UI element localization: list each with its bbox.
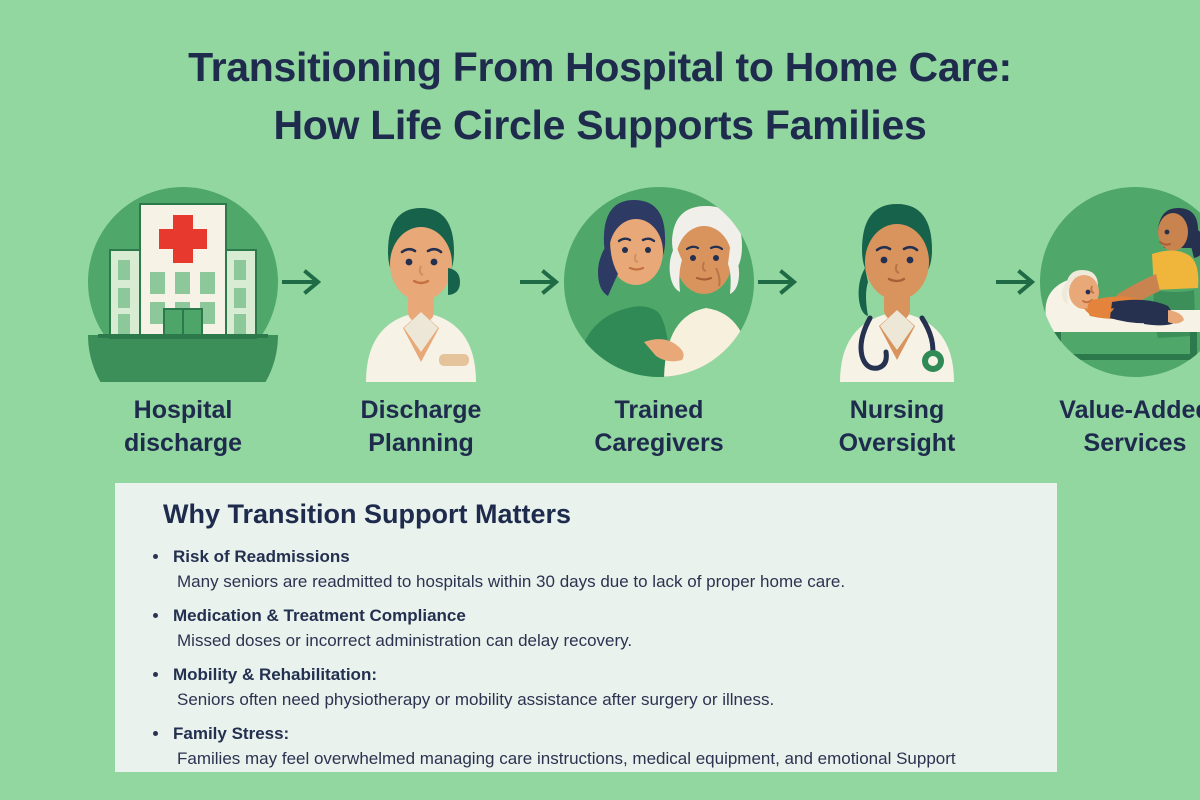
step-label-line-1: Trained <box>614 396 704 424</box>
bullet-dot-icon <box>153 731 158 736</box>
trained-caregiver-icon <box>564 182 754 382</box>
arrow-step-3-to-4 <box>754 182 802 382</box>
bullet-description: Many seniors are readmitted to hospitals… <box>177 572 846 591</box>
list-item: Family Stress: Families may feel overwhe… <box>145 722 1039 772</box>
bullet-heading: Mobility & Rehabilitation: <box>173 665 377 684</box>
arrow-step-2-to-3 <box>516 182 564 382</box>
panel-title: Why Transition Support Matters <box>163 499 572 529</box>
step-label-line-2: Planning <box>368 429 474 457</box>
step-label-nursing-oversight: Nursing Oversight <box>839 394 956 460</box>
benefits-list: Risk of Readmissions Many seniors are re… <box>145 545 1039 781</box>
bullet-heading: Family Stress: <box>173 724 290 743</box>
step-label-line-2: discharge <box>123 429 243 457</box>
step-trained-caregivers: Trained Caregivers <box>564 182 754 460</box>
step-label-line-2: Services <box>1083 429 1187 457</box>
step-discharge-planning: Discharge Planning <box>326 182 516 460</box>
page-title-line-1: Transitioning From Hospital to Home Care… <box>188 44 1012 90</box>
bullet-description: Missed doses or incorrect administration… <box>177 631 633 650</box>
step-value-added-services: Value-Added Services <box>1040 182 1200 460</box>
page-title: Transitioning From Hospital to Home Care… <box>0 38 1200 154</box>
step-label-line-1: Nursing <box>849 396 945 424</box>
discharge-planner-icon <box>326 182 516 382</box>
nurse-stethoscope-icon <box>802 182 992 382</box>
arrow-step-4-to-5 <box>992 182 1040 382</box>
hospital-building-icon <box>88 182 278 382</box>
step-label-discharge-planning: Discharge Planning <box>361 394 482 460</box>
step-label-value-added-services: Value-Added Services <box>1059 394 1200 460</box>
step-hospital-discharge: Hospital discharge <box>88 182 278 460</box>
bullet-description: Seniors often need physiotherapy or mobi… <box>177 690 775 709</box>
bullet-dot-icon <box>153 672 158 677</box>
bullet-heading: Medication & Treatment Compliance <box>173 606 466 625</box>
step-label-hospital-discharge: Hospital discharge <box>124 394 242 460</box>
step-label-line-1: Discharge <box>360 396 482 424</box>
step-label-line-1: Value-Added <box>1059 396 1200 424</box>
page-title-line-2: How Life Circle Supports Families <box>273 102 927 148</box>
bullet-heading: Risk of Readmissions <box>173 547 350 566</box>
step-nursing-oversight: Nursing Oversight <box>802 182 992 460</box>
step-label-line-2: Caregivers <box>594 429 724 457</box>
step-label-trained-caregivers: Trained Caregivers <box>594 394 723 460</box>
process-steps-row: Hospital discharge <box>88 182 1200 472</box>
physiotherapy-icon <box>1040 182 1200 382</box>
bullet-dot-icon <box>153 613 158 618</box>
list-item: Medication & Treatment Compliance Missed… <box>145 604 1039 654</box>
why-transition-support-panel: Why Transition Support Matters Risk of R… <box>115 483 1057 772</box>
bullet-description: Families may feel overwhelmed managing c… <box>177 749 956 768</box>
step-label-line-2: Oversight <box>838 429 956 457</box>
bullet-dot-icon <box>153 554 158 559</box>
step-label-line-1: Hospital <box>133 396 233 424</box>
list-item: Risk of Readmissions Many seniors are re… <box>145 545 1039 595</box>
list-item: Mobility & Rehabilitation: Seniors often… <box>145 663 1039 713</box>
arrow-step-1-to-2 <box>278 182 326 382</box>
